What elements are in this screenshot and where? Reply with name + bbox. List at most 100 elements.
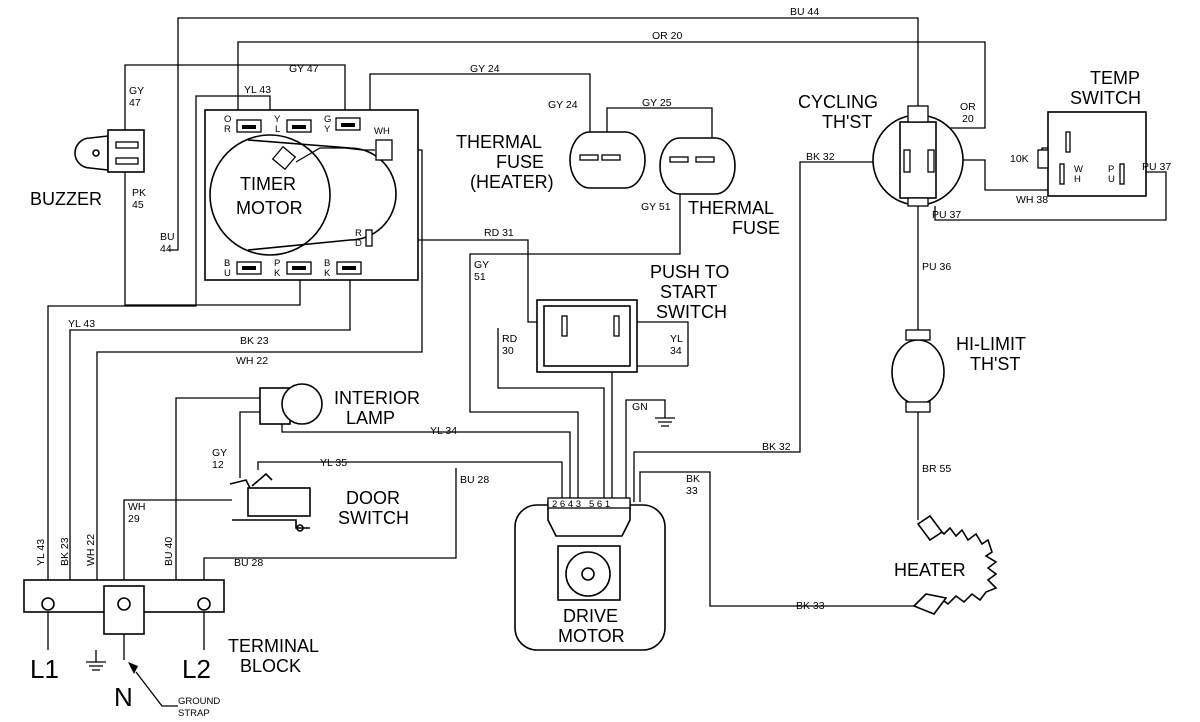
contact-label: P <box>274 258 280 269</box>
wire-label: YL 43 <box>244 84 271 96</box>
wire-label: 45 <box>132 199 144 211</box>
wire-label: GY <box>212 447 227 459</box>
wire-label: WH 38 <box>1016 194 1048 206</box>
temp-switch <box>1037 111 1147 197</box>
interior-lamp <box>259 383 323 425</box>
contact-label: H <box>1074 174 1081 185</box>
hi-limit-thermostat <box>891 329 945 413</box>
drive-motor <box>514 497 666 651</box>
wire-label: 33 <box>686 485 698 497</box>
wire-label: YL 35 <box>320 457 347 469</box>
terminal-block-label: TERMINAL <box>228 636 319 656</box>
thermal-fuse <box>659 137 736 195</box>
drive-motor-label: DRIVE <box>563 606 618 626</box>
wire-label: 29 <box>128 513 140 525</box>
temp-switch-label: TEMP <box>1090 68 1140 88</box>
wire-label: PK <box>132 187 146 199</box>
timer-motor-label-2: MOTOR <box>236 198 303 218</box>
wire-label: BU 40 <box>163 537 175 566</box>
wire-label: 10K <box>1010 153 1029 165</box>
contact-label: B <box>324 258 330 269</box>
contact-labels: O R Y L G Y WH B U P K B K R D W H P U 2… <box>224 114 1115 510</box>
wire-label: BK 23 <box>240 335 269 347</box>
contact-label: G <box>324 114 331 125</box>
push-to-start-label-2: START <box>660 282 717 302</box>
door-switch <box>229 472 311 532</box>
wire-label: GY 47 <box>289 63 319 75</box>
wire-label: 44 <box>160 243 172 255</box>
wire-label: 51 <box>474 271 486 283</box>
wire-label: BK 23 <box>59 537 71 566</box>
wire-label: RD 31 <box>484 227 514 239</box>
wire-label: WH 22 <box>85 534 97 566</box>
timer-motor-label: TIMER <box>240 174 296 194</box>
l1-label: L1 <box>30 654 59 684</box>
contact-label: WH <box>374 126 390 137</box>
contact-label: U <box>1108 174 1115 185</box>
wire-label: RD <box>502 333 518 345</box>
wire-label: BR 55 <box>922 463 951 475</box>
wire-label: YL <box>670 333 683 345</box>
l2-label: L2 <box>182 654 211 684</box>
contact-label: B <box>224 258 230 269</box>
contact-label: R <box>224 124 231 135</box>
wire-label: 12 <box>212 459 224 471</box>
push-to-start-label: PUSH TO <box>650 262 729 282</box>
wire-label: GY <box>129 85 144 97</box>
wire-label: GY 24 <box>470 63 500 75</box>
terminal-labels: L1 N L2 GROUND STRAP <box>30 654 220 719</box>
ground-strap-label: GROUND <box>178 696 220 707</box>
heater <box>912 514 998 615</box>
interior-lamp-label-2: LAMP <box>346 408 395 428</box>
wire-label: GY 24 <box>548 99 578 111</box>
wire-label: OR <box>960 101 976 113</box>
wire-label: GN <box>632 401 648 413</box>
push-to-start-switch <box>536 299 638 373</box>
component-labels: BUZZER TIMER MOTOR THERMAL FUSE (HEATER)… <box>30 68 1141 676</box>
terminal-block <box>23 579 225 635</box>
cycling-thst-label: CYCLING <box>798 92 878 112</box>
wire-label: YL 43 <box>35 539 47 566</box>
push-to-start-label-3: SWITCH <box>656 302 727 322</box>
wire-label: BU 28 <box>234 557 263 569</box>
contact-label: U <box>224 268 231 279</box>
thermal-fuse-heater <box>569 131 646 189</box>
wire-label: 34 <box>670 345 682 357</box>
wire-label: BK 32 <box>762 441 791 453</box>
interior-lamp-label: INTERIOR <box>334 388 420 408</box>
contact-label: K <box>324 268 331 279</box>
wire-label: YL 43 <box>68 318 95 330</box>
contact-label: D <box>355 238 362 249</box>
wire-label: 20 <box>962 113 974 125</box>
contact-label: Y <box>324 124 331 135</box>
motor-pins-label: 2 6 4 3 5 6 1 <box>552 499 610 510</box>
wire-label: PU 36 <box>922 261 951 273</box>
wire-label: BK 32 <box>806 151 835 163</box>
thermal-fuse-heater-label: THERMAL <box>456 132 542 152</box>
contact-label: O <box>224 114 231 125</box>
wire-label: GY 51 <box>641 201 671 213</box>
door-switch-label: DOOR <box>346 488 400 508</box>
contact-label: P <box>1108 164 1114 175</box>
heater-label: HEATER <box>894 560 966 580</box>
thermal-fuse-label-2: FUSE <box>732 218 780 238</box>
wire-label: PU 37 <box>1142 161 1171 173</box>
contact-label: R <box>355 228 362 239</box>
wire-label: BU 44 <box>790 6 819 18</box>
thermal-fuse-label: THERMAL <box>688 198 774 218</box>
wire-label: BU <box>160 231 175 243</box>
wire-label: 30 <box>502 345 514 357</box>
thermal-fuse-heater-label-3: (HEATER) <box>470 172 554 192</box>
buzzer-label: BUZZER <box>30 189 102 209</box>
terminal-block-label-2: BLOCK <box>240 656 301 676</box>
cycling-thst-label-2: TH'ST <box>822 112 872 132</box>
wire-label: YL 34 <box>430 425 457 437</box>
wire-label: WH 22 <box>236 355 268 367</box>
door-switch-label-2: SWITCH <box>338 508 409 528</box>
buzzer <box>74 129 145 173</box>
hi-limit-label-2: TH'ST <box>970 354 1020 374</box>
wire-label: 47 <box>129 97 141 109</box>
temp-switch-label-2: SWITCH <box>1070 88 1141 108</box>
ground-strap-label-2: STRAP <box>178 708 210 719</box>
